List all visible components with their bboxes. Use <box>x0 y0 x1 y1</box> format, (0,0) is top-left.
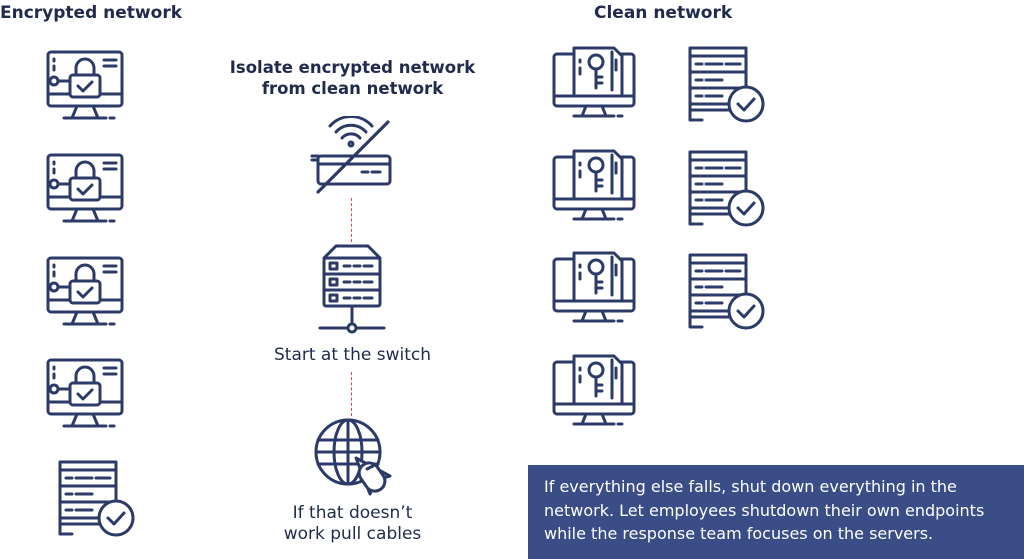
clean-network-heading: Clean network <box>594 3 733 23</box>
isolate-title-line-1: Isolate encrypted network <box>229 58 476 77</box>
note-line-2: network. Let employees shutdown their ow… <box>544 500 985 520</box>
server-check-icon <box>682 150 772 230</box>
encrypted-network-heading: Encrypted network <box>0 3 183 23</box>
network-switch-icon <box>314 244 390 340</box>
locked-computer-icon <box>42 151 132 231</box>
server-check-icon <box>52 460 142 540</box>
note-line-1: If everything else falls, shut down ever… <box>544 477 957 496</box>
connector-line <box>351 372 352 416</box>
key-computer-icon <box>550 251 640 331</box>
server-check-icon <box>682 253 772 333</box>
switch-step-label: Start at the switch <box>274 345 431 365</box>
cables-label-line-2: work pull cables <box>283 524 422 544</box>
key-computer-icon <box>550 149 640 229</box>
cables-label-line-1: If that doesn’t <box>292 503 413 523</box>
globe-cursor-icon <box>312 416 398 498</box>
key-computer-icon <box>550 354 640 434</box>
isolate-title-line-2: from clean network <box>261 79 444 98</box>
cables-step-label: If that doesn’t work pull cables <box>230 503 475 545</box>
key-computer-icon <box>550 46 640 126</box>
locked-computer-icon <box>42 254 132 334</box>
note-box: If everything else falls, shut down ever… <box>528 465 1024 559</box>
connector-line <box>351 198 352 242</box>
note-line-3: while the response team focuses on the s… <box>544 524 934 543</box>
server-check-icon <box>682 46 772 126</box>
locked-computer-icon <box>42 356 132 436</box>
locked-computer-icon <box>42 48 132 128</box>
isolate-step-title: Isolate encrypted network from clean net… <box>210 57 495 99</box>
wifi-router-crossed-icon <box>310 116 396 194</box>
